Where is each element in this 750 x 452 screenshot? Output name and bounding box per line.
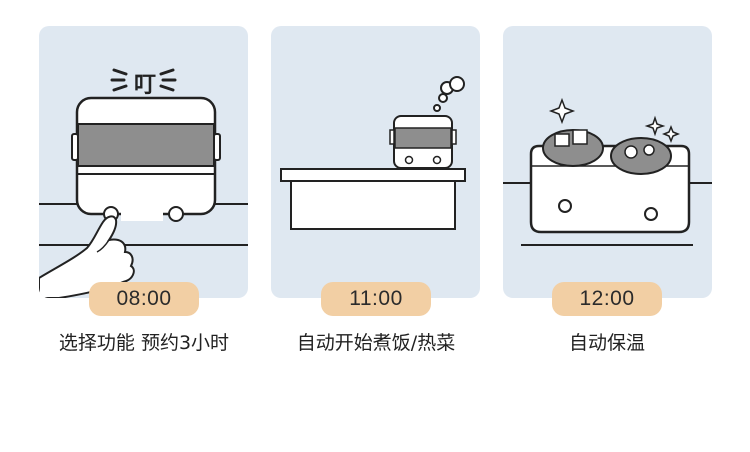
- steam-icon: [433, 76, 465, 112]
- sparkle-icon: [548, 97, 681, 144]
- desk-icon: [280, 168, 466, 230]
- open-lunch-box-icon: [529, 129, 691, 234]
- lunch-box-cooker-icon: [389, 115, 457, 169]
- step-3-illustration: [503, 26, 712, 298]
- step-1-time-badge: 08:00: [89, 282, 199, 316]
- pointing-hand-icon: [39, 215, 135, 298]
- step-2-panel: [271, 26, 480, 298]
- step-1-caption: 选择功能 预约3小时: [58, 332, 230, 354]
- step-2-time-badge: 11:00: [321, 282, 431, 316]
- step-1-panel: [39, 26, 248, 298]
- step-3-panel: [503, 26, 712, 298]
- step-1-illustration: [39, 26, 248, 298]
- ding-sound-icon: [110, 68, 177, 92]
- step-2-caption: 自动开始煮饭/热菜: [296, 332, 456, 354]
- step-1-sound-text: 叮: [133, 73, 156, 98]
- step-3-caption: 自动保温: [568, 332, 645, 354]
- step-2-illustration: [271, 26, 480, 298]
- lunch-box-cooker-icon: [71, 96, 221, 222]
- step-3-time-badge: 12:00: [552, 282, 662, 316]
